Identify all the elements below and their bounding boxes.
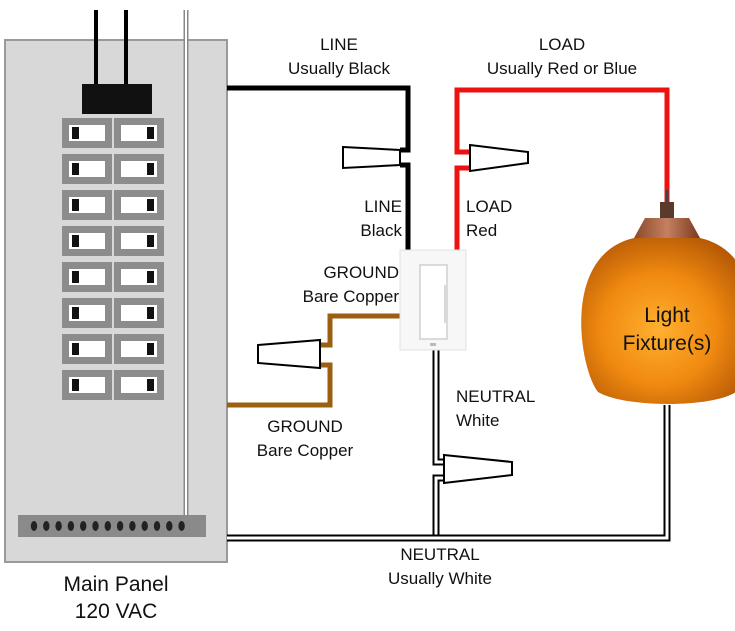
breaker-handle — [147, 271, 154, 283]
breaker-handle — [72, 379, 79, 391]
wire-nut-line — [342, 145, 401, 170]
breaker-handle — [147, 235, 154, 247]
neutral-bar-terminals — [30, 521, 185, 531]
terminal-screw — [43, 521, 50, 531]
fixture-cap — [634, 218, 700, 238]
breaker-handle — [72, 307, 79, 319]
neutral-mid-sub: White — [456, 411, 499, 430]
fixture-glass — [581, 238, 735, 404]
fixture-sub: Fixture(s) — [623, 332, 712, 355]
terminal-screw — [153, 521, 161, 531]
line-wire-to-switch — [400, 162, 411, 255]
terminal-screw — [67, 521, 75, 531]
breaker-handle — [72, 271, 79, 283]
terminal-screw — [116, 521, 124, 531]
breaker-handle — [147, 127, 154, 139]
terminal-screw — [92, 521, 99, 531]
ground-top-label: GROUND — [323, 263, 399, 282]
breaker-handle — [147, 163, 154, 175]
breaker-handle — [147, 343, 154, 355]
main-breaker — [82, 84, 152, 114]
line-top-label: LINE — [320, 35, 358, 54]
breaker-handle — [72, 127, 79, 139]
main-panel — [4, 10, 228, 563]
load-wire — [454, 87, 670, 205]
breaker-handle — [147, 379, 154, 391]
terminal-screw — [178, 521, 185, 531]
breaker-handle — [147, 199, 154, 211]
line-mid-sub: Black — [360, 221, 402, 240]
neutral-bot-sub: Usually White — [388, 569, 492, 588]
ground-bot-sub: Bare Copper — [257, 441, 354, 460]
terminal-screw — [30, 521, 38, 531]
panel-label: Main Panel — [63, 573, 168, 596]
breaker-handle — [72, 199, 79, 211]
terminal-screw — [141, 521, 148, 531]
terminal-screw — [80, 521, 87, 531]
breaker-handle — [147, 307, 154, 319]
load-mid-label: LOAD — [466, 197, 512, 216]
breaker-handle — [72, 163, 79, 175]
load-top-label: LOAD — [539, 35, 585, 54]
ground-wire-switch — [320, 313, 410, 348]
breaker-grid — [62, 118, 164, 400]
wire-nut-ground — [257, 338, 321, 370]
dimmer-paddle — [419, 264, 448, 340]
terminal-screw — [129, 521, 136, 531]
fixture-label: Light — [644, 304, 690, 327]
wire-nut-neutral — [443, 453, 513, 485]
ground-wire-panel — [227, 362, 333, 408]
load-wire-to-switch — [454, 165, 470, 255]
breaker-handle — [72, 343, 79, 355]
terminal-screw — [104, 521, 112, 531]
neutral-bar — [18, 515, 206, 537]
terminal-screw — [166, 521, 173, 531]
line-mid-label: LINE — [364, 197, 402, 216]
load-mid-sub: Red — [466, 221, 497, 240]
wire-nut-load — [469, 143, 529, 173]
neutral-wire — [227, 345, 671, 542]
neutral-bot-label: NEUTRAL — [400, 545, 479, 564]
terminal-screw — [55, 521, 62, 531]
dimmer-switch — [399, 249, 467, 351]
ground-bot-label: GROUND — [267, 417, 343, 436]
neutral-mid-label: NEUTRAL — [456, 387, 535, 406]
ground-top-sub: Bare Copper — [303, 287, 400, 306]
breaker-handle — [72, 235, 79, 247]
light-fixture — [581, 190, 735, 404]
load-top-sub: Usually Red or Blue — [487, 59, 637, 78]
line-top-sub: Usually Black — [288, 59, 391, 78]
line-wire — [227, 85, 411, 153]
panel-sub: 120 VAC — [75, 600, 158, 623]
